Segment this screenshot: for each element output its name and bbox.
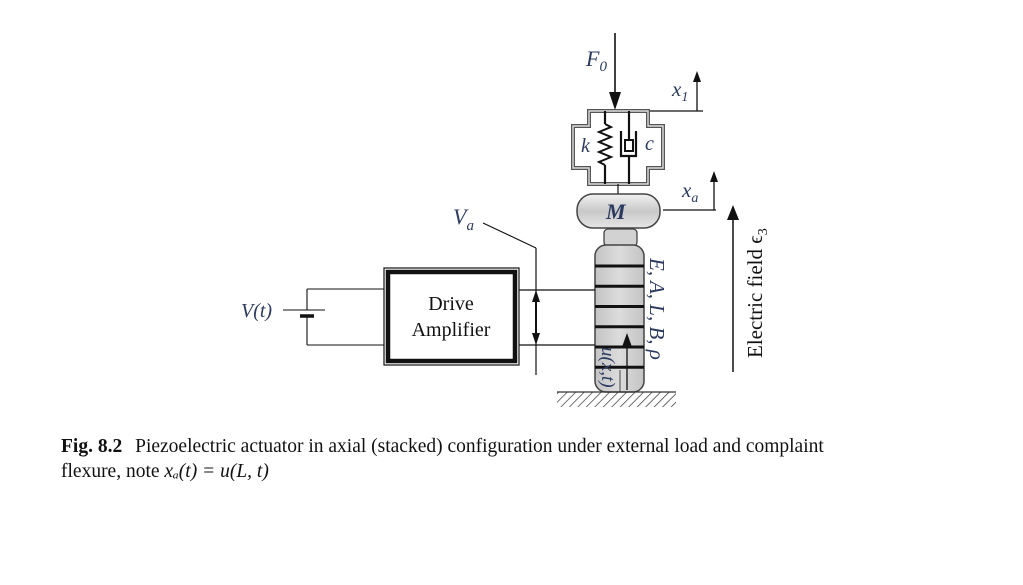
caption-equation: xₐ(t) = u(L, t)	[164, 461, 269, 482]
drive-amplifier	[383, 267, 520, 366]
damper-label: c	[645, 133, 654, 155]
amplifier-label-line1: Drive	[428, 293, 474, 315]
mass-stack-neck	[603, 228, 638, 247]
caption-text-2: flexure, note	[61, 461, 165, 482]
force-arrow	[609, 33, 621, 110]
electric-field-label: Electric field ϵ3	[743, 228, 771, 358]
output-wires	[519, 289, 595, 346]
spring-icon	[596, 111, 614, 184]
damper-icon	[619, 111, 638, 184]
voltage-source	[283, 288, 384, 346]
va-indicator	[482, 222, 540, 375]
figure-number: Fig. 8.2	[61, 436, 123, 457]
caption-text: Piezoelectric actuator in axial (stacked…	[135, 436, 824, 457]
displacement-arrow	[622, 333, 632, 390]
stack-parameters-label: E, A, L, B, ρ	[645, 257, 669, 360]
x1-reference	[648, 71, 703, 112]
displacement-label: u(x,t)	[597, 347, 618, 388]
mass-block	[576, 193, 661, 229]
mass-label: M	[605, 199, 627, 224]
force-label: F0	[585, 46, 607, 75]
caption-line-1: Fig. 8.2 Piezoelectric actuator in axial…	[61, 434, 961, 459]
piezo-stack	[594, 244, 645, 393]
compliant-flexure	[571, 109, 665, 186]
electric-field-arrow	[727, 205, 739, 372]
va-label: Va	[453, 204, 474, 234]
amplifier-label-line2: Amplifier	[412, 319, 491, 341]
xa-reference	[663, 171, 718, 211]
x1-label: x1	[671, 77, 688, 105]
source-label: V(t)	[241, 300, 272, 322]
ground	[557, 392, 676, 407]
caption-line-2: flexure, note xₐ(t) = u(L, t)	[61, 459, 961, 484]
figure-caption: Fig. 8.2 Piezoelectric actuator in axial…	[61, 434, 961, 484]
spring-label: k	[581, 135, 591, 157]
piezo-actuator-diagram: F0 x1 k c M xa	[241, 33, 771, 407]
xa-label: xa	[681, 178, 698, 206]
